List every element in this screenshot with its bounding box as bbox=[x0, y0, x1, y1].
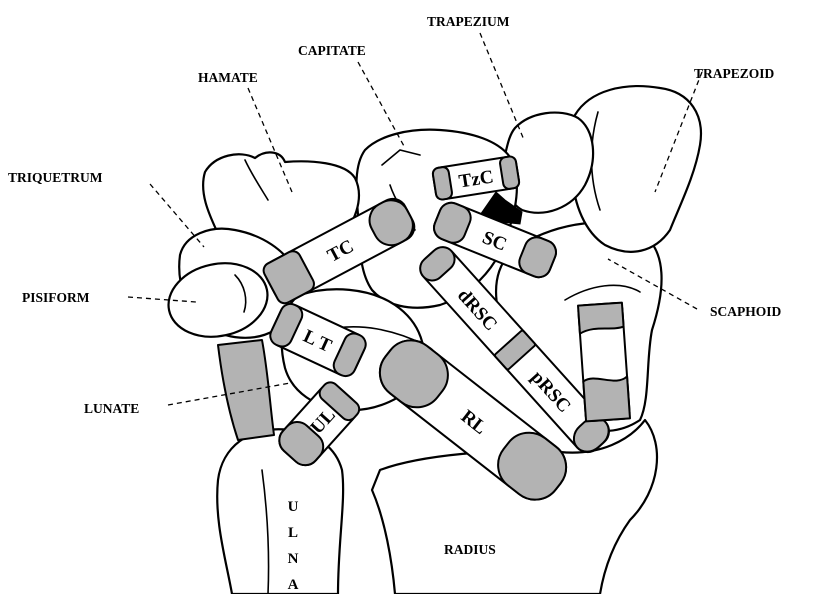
label-lunate: LUNATE bbox=[84, 401, 139, 416]
label-hamate: HAMATE bbox=[198, 70, 258, 85]
ulnar-band bbox=[218, 340, 274, 440]
label-ulna-letter: A bbox=[288, 577, 299, 593]
scaphoid-band-bottom bbox=[583, 376, 630, 421]
label-ulna-letter: U bbox=[288, 499, 299, 515]
scaphoid-band bbox=[578, 303, 630, 422]
label-ulna-letter: N bbox=[288, 551, 299, 567]
label-pisiform: PISIFORM bbox=[22, 290, 90, 305]
leader-trapezium bbox=[480, 33, 524, 140]
label-trapezium: TRAPEZIUM bbox=[427, 14, 510, 29]
scaphoid-band-top bbox=[578, 303, 624, 334]
label-trapezoid: TRAPEZOID bbox=[694, 66, 775, 81]
label-ulna-letter: L bbox=[288, 525, 298, 541]
label-triquetrum: TRIQUETRUM bbox=[8, 170, 103, 185]
label-radius: RADIUS bbox=[444, 542, 496, 557]
ulna-bone bbox=[217, 429, 343, 594]
label-scaphoid: SCAPHOID bbox=[710, 304, 782, 319]
label-capitate: CAPITATE bbox=[298, 43, 366, 58]
leader-capitate bbox=[358, 62, 405, 148]
